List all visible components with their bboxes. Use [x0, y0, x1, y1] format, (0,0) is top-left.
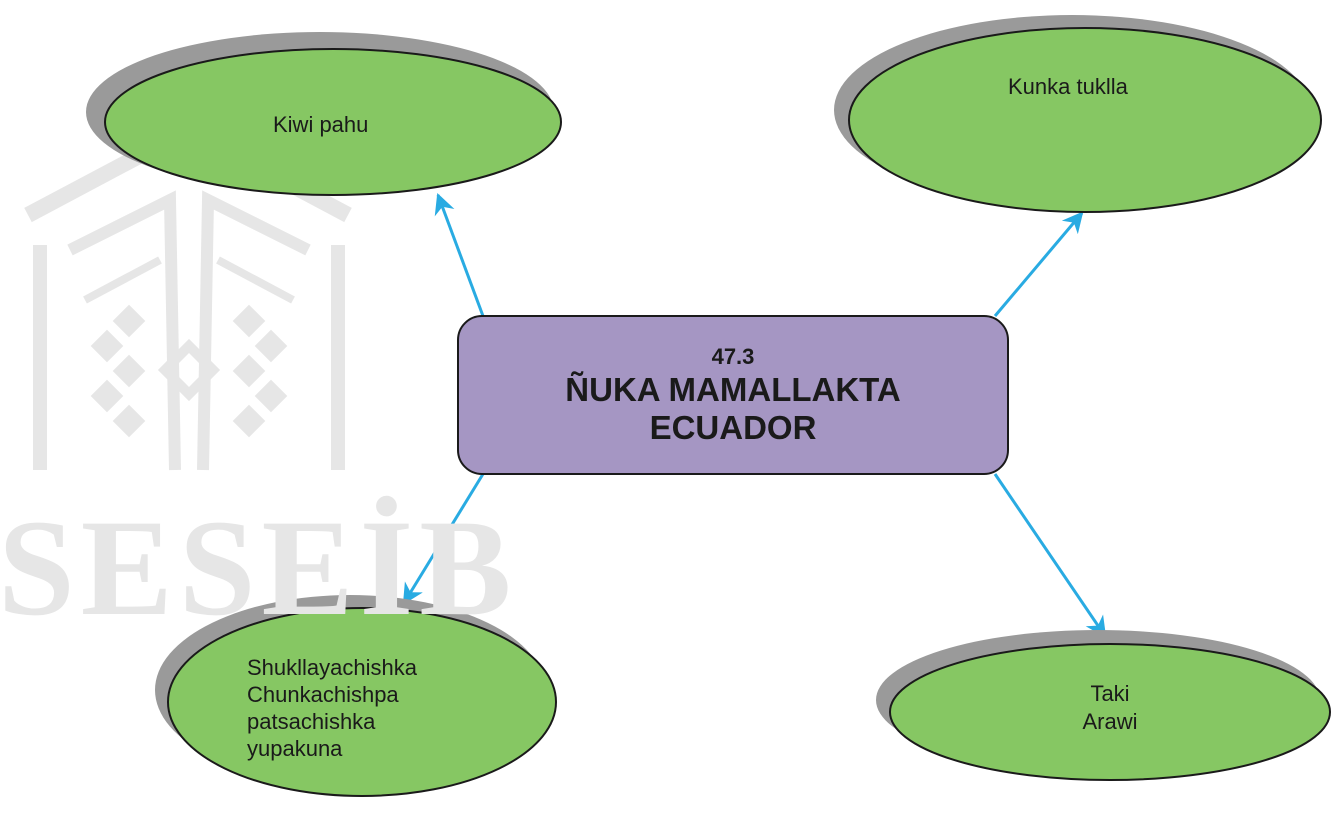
node-kunka-tuklla-label: Kunka tuklla: [1008, 73, 1128, 101]
ellipse-kunka-tuklla: [848, 27, 1322, 213]
ellipse-kiwi-pahu: [104, 48, 562, 196]
watermark-text: SESEİB: [0, 491, 518, 644]
center-title-line1: ÑUKA MAMALLAKTA: [565, 371, 901, 408]
center-box-shape: [457, 315, 1009, 475]
watermark-logo: [24, 120, 352, 471]
node-line: Shukllayachishka: [247, 655, 417, 680]
node-line: patsachishka: [247, 709, 376, 734]
arrow-to-kiwi-pahu: [434, 193, 485, 317]
center-topic: 47.3 ÑUKA MAMALLAKTA ECUADOR: [458, 316, 1008, 474]
node-line: Kunka tuklla: [1008, 74, 1128, 99]
node-line: Kiwi pahu: [273, 112, 369, 137]
arrow-to-shukllayachishka: [402, 473, 485, 605]
node-line: Taki: [1090, 681, 1130, 706]
ellipse-taki-arawi: [889, 643, 1331, 781]
node-line: Arawi: [1082, 709, 1138, 734]
node-line: Chunkachishpa: [247, 682, 399, 707]
node-taki-arawi-label: Taki Arawi: [1040, 680, 1180, 736]
center-title-line2: ECUADOR: [649, 409, 817, 446]
arrow-to-kunka-tuklla: [993, 211, 1084, 317]
arrow-to-taki-arawi: [993, 473, 1107, 638]
node-kiwi-pahu-label: Kiwi pahu: [273, 111, 368, 139]
node-shukllayachishka-label: Shukllayachishka Chunkachishpa patsachis…: [247, 654, 417, 762]
node-line: yupakuna: [247, 736, 343, 761]
ellipse-shukllayachishka: [167, 607, 557, 797]
center-code: 47.3: [711, 344, 755, 369]
